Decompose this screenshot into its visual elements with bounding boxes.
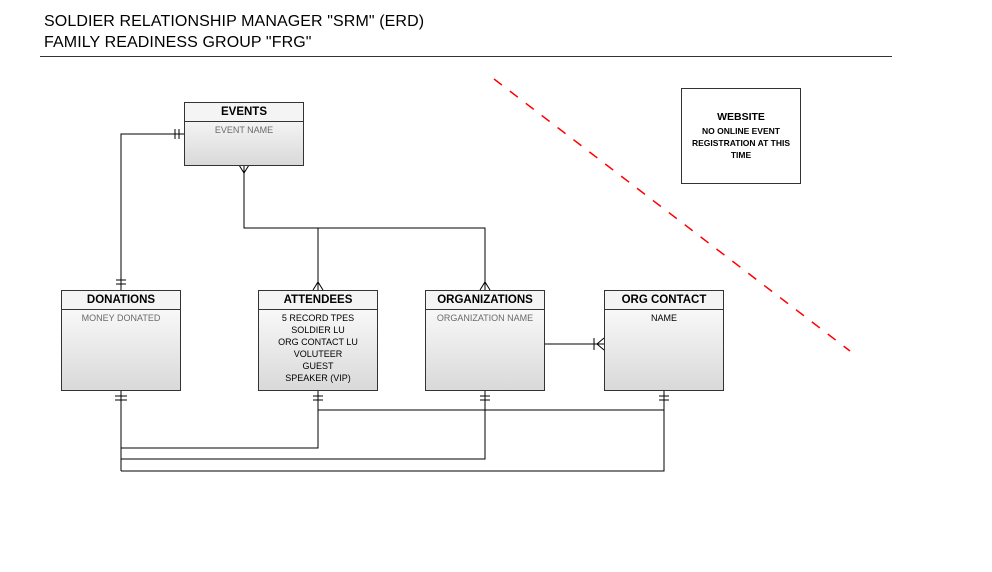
rel-events-attendees-orgs <box>243 165 486 290</box>
attribute: NAME <box>650 313 677 323</box>
attribute: VOLUTEER <box>293 349 343 359</box>
entity-events-name: EVENTS <box>185 103 303 122</box>
attribute: ORG CONTACT LU <box>278 337 358 347</box>
website-note-title: WEBSITE <box>717 111 765 123</box>
rel-donations-attendees <box>121 390 319 449</box>
entity-events[interactable]: EVENTS EVENT NAME <box>184 102 304 166</box>
attribute: SPEAKER (VIP) <box>285 373 351 383</box>
attribute: MONEY DONATED <box>81 313 161 323</box>
entity-organizations[interactable]: ORGANIZATIONS ORGANIZATION NAME <box>425 290 545 391</box>
crowfoot-marker <box>312 281 324 291</box>
entity-attendees-attributes: 5 RECORD TPES SOLDIER LU ORG CONTACT LU … <box>259 310 377 384</box>
rel-donations-orgs <box>121 390 486 460</box>
entity-organizations-name: ORGANIZATIONS <box>426 291 544 310</box>
rel-donations-contact <box>121 390 665 472</box>
entity-organizations-attributes: ORGANIZATION NAME <box>426 310 544 324</box>
entity-attendees-name: ATTENDEES <box>259 291 377 310</box>
entity-org-contact-name: ORG CONTACT <box>605 291 723 310</box>
crowfoot-marker <box>238 164 250 174</box>
diagram-title-line-1: SOLDIER RELATIONSHIP MANAGER "SRM" (ERD) <box>44 13 425 30</box>
attribute: ORGANIZATION NAME <box>436 313 534 323</box>
entity-org-contact-attributes: NAME <box>605 310 723 324</box>
website-note[interactable]: WEBSITE NO ONLINE EVENT REGISTRATION AT … <box>681 88 801 184</box>
entity-donations[interactable]: DONATIONS MONEY DONATED <box>61 290 181 391</box>
attribute: GUEST <box>302 361 334 371</box>
crowfoot-marker <box>479 281 491 291</box>
attribute: SOLDIER LU <box>291 325 345 335</box>
diagram-title-line-2: FAMILY READINESS GROUP "FRG" <box>44 34 312 51</box>
attribute: 5 RECORD TPES <box>281 313 355 323</box>
entity-donations-name: DONATIONS <box>62 291 180 310</box>
entity-events-attributes: EVENT NAME <box>185 122 303 136</box>
rel-events-donations <box>120 133 184 290</box>
entity-org-contact[interactable]: ORG CONTACT NAME <box>604 290 724 391</box>
website-note-body: NO ONLINE EVENT REGISTRATION AT THIS TIM… <box>691 126 791 160</box>
entity-donations-attributes: MONEY DONATED <box>62 310 180 324</box>
red-dashed-line <box>493 78 851 352</box>
crowfoot-marker <box>596 337 605 351</box>
attribute: EVENT NAME <box>214 125 274 135</box>
title-divider <box>40 56 892 57</box>
entity-attendees[interactable]: ATTENDEES 5 RECORD TPES SOLDIER LU ORG C… <box>258 290 378 391</box>
